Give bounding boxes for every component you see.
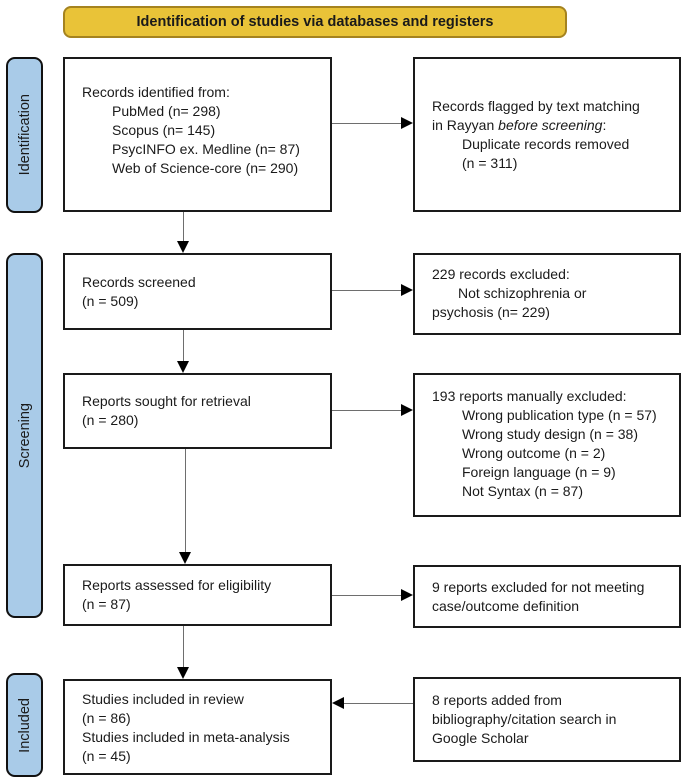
text-line: psychosis (n= 229): [432, 304, 550, 320]
arrow-head-right-icon: [401, 404, 413, 416]
stage-screening: Screening: [6, 253, 43, 618]
stage-identification: Identification: [6, 57, 43, 213]
arrow-shaft: [182, 330, 184, 361]
box-reports-added-scholar: 8 reports added from bibliography/citati…: [413, 677, 681, 762]
text-line: 8 reports added from: [432, 692, 562, 708]
stage-included-label: Included: [16, 697, 33, 753]
text-line: Studies included in review: [82, 691, 244, 707]
arrow-shaft: [332, 289, 401, 291]
box-title: 193 reports manually excluded:: [432, 388, 627, 404]
arrow-shaft: [184, 449, 186, 552]
box-studies-included: Studies included in review (n = 86) Stud…: [63, 679, 332, 775]
arrow-shaft: [182, 212, 184, 241]
text-line: Records screened: [82, 273, 196, 290]
source-scopus: Scopus (n= 145): [112, 122, 216, 138]
arrow-head-down-icon: [177, 667, 189, 679]
text-segment: in Rayyan: [432, 116, 499, 133]
arrow-screened-to-excluded: [332, 284, 413, 296]
box-reports-sought: Reports sought for retrieval (n = 280): [63, 373, 332, 449]
box-records-screened: Records screened (n = 509): [63, 253, 332, 330]
box-title: 229 records excluded:: [432, 266, 570, 282]
arrow-shaft: [332, 122, 401, 124]
text-line-with-italic: in Rayyan before screening:: [432, 116, 669, 135]
source-web-of-science: Web of Science-core (n= 290): [112, 160, 299, 176]
arrow-added-to-included: [332, 697, 413, 709]
box-reports-excluded-definition: 9 reports excluded for not meeting case/…: [413, 565, 681, 628]
stage-included: Included: [6, 673, 43, 777]
text-line: Reports sought for retrieval: [82, 393, 251, 409]
box-reports-assessed: Reports assessed for eligibility (n = 87…: [63, 564, 332, 626]
text-line: Not schizophrenia or: [458, 285, 587, 301]
box-records-excluded: 229 records excluded: Not schizophrenia …: [413, 253, 681, 335]
reason-wrong-outcome: Wrong outcome (n = 2): [462, 445, 606, 461]
reason-wrong-study-design: Wrong study design (n = 38): [462, 426, 639, 442]
source-psycinfo: PsycINFO ex. Medline (n= 87): [112, 141, 300, 157]
arrow-head-down-icon: [177, 361, 189, 373]
arrow-head-right-icon: [401, 284, 413, 296]
text-line: bibliography/citation search in: [432, 711, 617, 727]
text-line: Duplicate records removed: [462, 135, 630, 152]
box-title: Records identified from:: [82, 84, 230, 100]
count-line: (n = 45): [82, 748, 131, 764]
arrow-screened-to-sought: [177, 330, 189, 373]
reason-not-syntax: Not Syntax (n = 87): [462, 483, 584, 499]
stage-identification-label: Identification: [16, 94, 33, 176]
arrow-shaft: [332, 409, 401, 411]
arrow-identified-to-flagged: [332, 117, 413, 129]
box-reports-manually-excluded: 193 reports manually excluded: Wrong pub…: [413, 373, 681, 517]
text-line: Records flagged by text matching: [432, 97, 640, 114]
reason-wrong-publication-type: Wrong publication type (n = 57): [462, 407, 657, 423]
banner-label: Identification of studies via databases …: [136, 14, 494, 30]
count-line: (n = 311): [462, 154, 518, 171]
arrow-sought-to-assessed: [179, 449, 191, 564]
arrow-head-left-icon: [332, 697, 344, 709]
arrow-assessed-to-excluded-definition: [332, 589, 413, 601]
box-records-flagged-rayyan: Records flagged by text matching in Rayy…: [413, 57, 681, 212]
arrow-head-right-icon: [401, 589, 413, 601]
arrow-shaft: [344, 702, 413, 704]
stage-screening-label: Screening: [16, 402, 33, 469]
banner-identification-via-databases: Identification of studies via databases …: [63, 6, 567, 38]
arrow-identified-to-screened: [177, 212, 189, 253]
arrow-head-down-icon: [179, 552, 191, 564]
text-line: case/outcome definition: [432, 597, 580, 614]
text-line: Google Scholar: [432, 730, 529, 746]
source-pubmed: PubMed (n= 298): [112, 103, 221, 119]
arrow-assessed-to-included: [177, 626, 189, 679]
italic-before-screening: before screening: [498, 116, 603, 133]
text-segment: :: [602, 116, 607, 133]
text-line: Reports assessed for eligibility: [82, 577, 272, 593]
box-records-identified: Records identified from: PubMed (n= 298)…: [63, 57, 332, 212]
count-line: (n = 87): [82, 596, 131, 612]
arrow-shaft: [182, 626, 184, 667]
arrow-shaft: [332, 594, 401, 596]
text-line: 9 reports excluded for not meeting: [432, 578, 645, 595]
reason-foreign-language: Foreign language (n = 9): [462, 464, 616, 480]
count-line: (n = 509): [82, 292, 139, 309]
text-line: Studies included in meta-analysis: [82, 729, 290, 745]
arrow-head-down-icon: [177, 241, 189, 253]
count-line: (n = 86): [82, 710, 131, 726]
arrow-head-right-icon: [401, 117, 413, 129]
count-line: (n = 280): [82, 412, 139, 428]
arrow-sought-to-manually-excluded: [332, 404, 413, 416]
